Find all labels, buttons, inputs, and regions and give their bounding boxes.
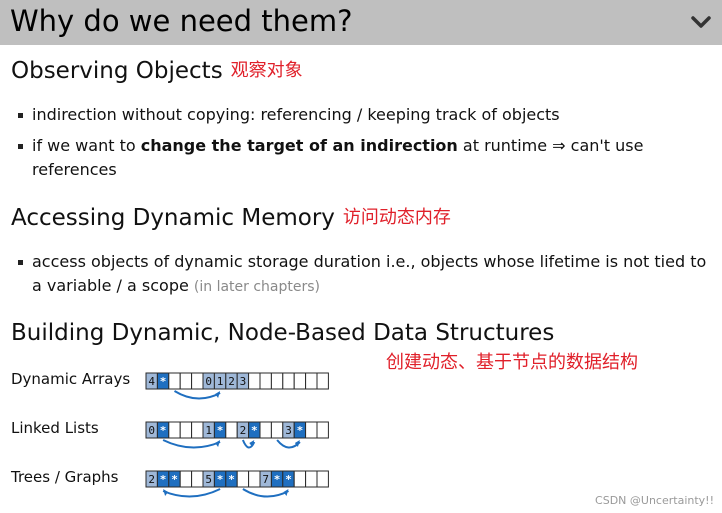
memory-cell-label: *: [160, 473, 167, 486]
bullet-text-muted: (in later chapters): [193, 279, 321, 295]
memory-cell-label: 0: [148, 424, 155, 437]
row-label-linked-lists: Linked Lists: [11, 419, 99, 437]
memory-cell: [293, 372, 307, 390]
memory-cell-label: *: [228, 473, 235, 486]
memory-cell-label: 3: [240, 375, 247, 388]
memory-cell: [248, 372, 261, 390]
watermark: CSDN @Uncertainty!!: [595, 494, 714, 507]
bullet-text-part: at runtime ⇒ can't use references: [32, 136, 644, 179]
memory-cell-label: 4: [148, 375, 155, 388]
memory-cell-label: 2: [240, 424, 247, 437]
arrow-head-icon: [215, 391, 221, 398]
arrow-head-icon: [294, 440, 300, 447]
arrow-head-icon: [215, 440, 221, 447]
annotation-note: 访问动态内存: [342, 207, 451, 228]
memory-cell-label: 2: [228, 375, 235, 388]
memory-cell: [225, 421, 238, 439]
arrow-head-icon: [163, 489, 169, 496]
pointer-arrow: [242, 488, 289, 498]
chevron-down-icon[interactable]: [690, 12, 712, 32]
bullet-text-part: if we want to: [32, 136, 141, 155]
memory-cell: [316, 372, 329, 390]
memory-cell-label: *: [160, 424, 167, 437]
memory-cell-label: *: [251, 424, 258, 437]
pointer-arrow: [241, 439, 256, 449]
bullet-marker: [18, 113, 23, 118]
memory-cell: [305, 421, 318, 439]
section-heading-observing: Observing Objects 观察对象: [11, 57, 303, 85]
memory-cell: [259, 372, 272, 390]
bullet-item: if we want to change the target of an in…: [18, 134, 698, 182]
pointer-arrow: [162, 488, 221, 498]
bullet-marker: [18, 144, 23, 149]
memory-cell: [248, 470, 261, 488]
linked-list-diagram: 0 * 1 * 2 * 3 *: [145, 421, 329, 449]
memory-cell: [168, 372, 181, 390]
slide-header: Why do we need them?: [0, 0, 722, 45]
bullet-marker: [18, 260, 23, 265]
memory-cell: [259, 421, 272, 439]
memory-cell: [179, 421, 193, 439]
memory-cell: [236, 470, 250, 488]
memory-cell: [282, 372, 295, 390]
bullet-text: if we want to change the target of an in…: [32, 134, 698, 182]
memory-cell: [191, 372, 204, 390]
bullet-item: indirection without copying: referencing…: [18, 103, 698, 127]
bullet-text: access objects of dynamic storage durati…: [32, 250, 710, 299]
section-heading-text: Observing Objects: [11, 58, 223, 84]
memory-cell-label: 5: [205, 473, 212, 486]
memory-cell-label: *: [274, 473, 281, 486]
tree-graph-diagram: 2 * * 5 * * 7 * *: [145, 470, 329, 498]
section-heading-dynamic-memory: Accessing Dynamic Memory 访问动态内存: [11, 204, 451, 232]
memory-cell-label: *: [297, 424, 304, 437]
memory-cell: [293, 470, 307, 488]
pointer-arrow: [173, 390, 221, 400]
memory-cell: [316, 470, 329, 488]
memory-cell-label: 2: [148, 473, 155, 486]
memory-cell-label: *: [217, 473, 224, 486]
row-label-dynamic-arrays: Dynamic Arrays: [11, 370, 131, 388]
annotation-note: 观察对象: [230, 60, 303, 81]
memory-cell-label: 3: [285, 424, 292, 437]
memory-cell-label: *: [160, 375, 167, 388]
bullet-item: access objects of dynamic storage durati…: [18, 250, 710, 299]
annotation-note: 创建动态、基于节点的数据结构: [386, 352, 638, 373]
memory-cell-label: 7: [262, 473, 269, 486]
memory-cell-label: *: [171, 473, 178, 486]
row-label-trees-graphs: Trees / Graphs: [11, 468, 119, 486]
memory-cell-label: *: [285, 473, 292, 486]
memory-cell-label: 1: [217, 375, 224, 388]
memory-cell: [270, 372, 284, 390]
slide-title: Why do we need them?: [10, 4, 353, 38]
arrow-head-icon: [283, 489, 289, 496]
bullet-text-bold: change the target of an indirection: [140, 136, 458, 155]
arrow-head-icon: [249, 440, 255, 447]
section-heading-data-structures: Building Dynamic, Node-Based Data Struct…: [11, 319, 554, 347]
section-heading-text: Accessing Dynamic Memory: [11, 205, 335, 231]
memory-cell-label: *: [217, 424, 224, 437]
memory-cell-label: 0: [205, 375, 212, 388]
memory-cell: [305, 470, 318, 488]
memory-cell: [191, 470, 204, 488]
memory-cell: [316, 421, 329, 439]
memory-cell: [191, 421, 204, 439]
bullet-text: indirection without copying: referencing…: [32, 105, 560, 124]
memory-cell: [168, 421, 181, 439]
memory-cell: [305, 372, 318, 390]
memory-cell: [179, 372, 193, 390]
bullet-text-part: access objects of dynamic storage durati…: [32, 252, 707, 295]
memory-cell: [179, 470, 193, 488]
memory-cell: [270, 421, 284, 439]
pointer-arrow: [162, 439, 221, 449]
section-heading-text: Building Dynamic, Node-Based Data Struct…: [11, 320, 555, 346]
memory-cell-label: 1: [205, 424, 212, 437]
